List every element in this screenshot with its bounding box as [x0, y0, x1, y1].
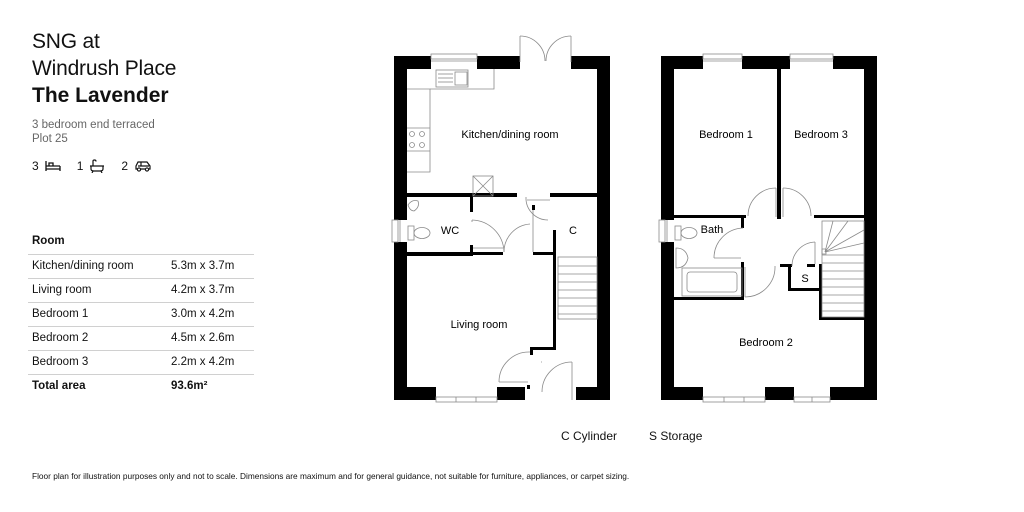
room-label-cylinder: C: [569, 225, 577, 237]
first-floor-windows: [658, 53, 834, 403]
room-dimensions: 2.2m x 4.2m: [171, 356, 235, 368]
ground-floor-stairs: [557, 256, 598, 320]
bath-icon: [89, 159, 105, 173]
house-type-title: The Lavender: [32, 84, 169, 107]
parking-count: 2: [121, 159, 129, 173]
room-name: Kitchen/dining room: [32, 260, 134, 272]
french-doors: [519, 35, 572, 62]
bed-icon: [45, 160, 61, 172]
wc-fixtures: [407, 200, 431, 241]
table-row: Living room 4.2m x 3.7m: [28, 279, 254, 303]
room-dimensions: 4.5m x 2.6m: [171, 332, 235, 344]
table-row: Kitchen/dining room 5.3m x 3.7m: [28, 255, 254, 279]
room-name: Living room: [32, 284, 92, 296]
room-name: Bedroom 3: [32, 356, 89, 368]
legend-cylinder: C Cylinder: [561, 429, 618, 443]
first-floor-stairs: [821, 220, 865, 318]
ground-floor-plan: Kitchen/dining room WC C Living room: [391, 35, 610, 403]
bathroom-count: 1: [76, 159, 84, 173]
room-label-wc: WC: [441, 225, 459, 237]
total-area-label: Total area: [32, 380, 86, 392]
development-name-line1: SNG at: [32, 30, 100, 53]
first-floor-plan: Bedroom 1 Bedroom 3 Bath S Bedroom 2: [658, 53, 877, 403]
room-dimensions: 5.3m x 3.7m: [171, 260, 235, 272]
room-label-bedroom1: Bedroom 1: [699, 129, 753, 141]
title-block: SNG at Windrush Place The Lavender: [32, 28, 176, 109]
kitchen-fixtures: [407, 69, 495, 197]
table-row: Bedroom 2 4.5m x 2.6m: [28, 327, 254, 351]
room-label-bedroom3: Bedroom 3: [794, 129, 848, 141]
disclaimer-text: Floor plan for illustration purposes onl…: [32, 471, 630, 481]
feature-summary: 3 1 2: [32, 159, 152, 173]
development-name-line2: Windrush Place: [32, 57, 177, 80]
property-subtitle: 3 bedroom end terraced Plot 25: [32, 118, 155, 146]
total-area-value: 93.6m²: [171, 380, 208, 392]
room-label-living: Living room: [451, 319, 508, 331]
first-floor-walls: [661, 56, 877, 400]
bedroom-count: 3: [32, 159, 39, 173]
first-floor-doors: [713, 187, 816, 298]
room-dimensions-table: Room Kitchen/dining room 5.3m x 3.7m Liv…: [28, 234, 254, 398]
room-label-kitchen: Kitchen/dining room: [461, 129, 558, 141]
ground-floor-windows: [391, 53, 498, 403]
room-dimensions: 4.2m x 3.7m: [171, 284, 235, 296]
ground-floor-doors: [471, 196, 573, 400]
room-name: Bedroom 2: [32, 332, 89, 344]
property-description: 3 bedroom end terraced: [32, 119, 155, 131]
table-row: Bedroom 3 2.2m x 4.2m: [28, 351, 254, 375]
room-label-bath: Bath: [701, 224, 724, 236]
room-name: Bedroom 1: [32, 308, 89, 320]
legend-storage: S Storage: [649, 429, 703, 443]
room-dimensions: 3.0m x 4.2m: [171, 308, 235, 320]
total-area-row: Total area 93.6m²: [28, 375, 254, 398]
ground-floor-walls: [394, 56, 610, 400]
room-label-bedroom2: Bedroom 2: [739, 337, 793, 349]
table-row: Bedroom 1 3.0m x 4.2m: [28, 303, 254, 327]
table-header: Room: [28, 234, 254, 255]
plot-number: Plot 25: [32, 133, 68, 145]
room-label-storage: S: [801, 273, 808, 285]
bathroom-fixtures: [674, 225, 743, 297]
car-icon: [134, 160, 152, 172]
